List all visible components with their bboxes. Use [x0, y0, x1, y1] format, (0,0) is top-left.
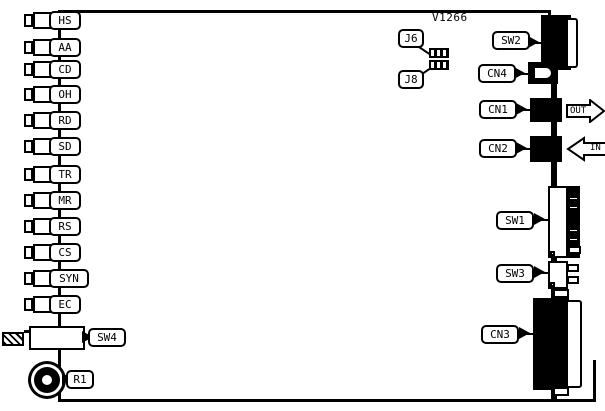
- sw2-shield-outline: [566, 18, 578, 68]
- cn2-pointer: [516, 142, 527, 154]
- j8-pin-1: [431, 62, 434, 68]
- led-tab-sd: [24, 140, 33, 153]
- j6-pin-2: [437, 50, 440, 56]
- sw2-label: SW2: [492, 31, 530, 50]
- sw3-pointer: [534, 266, 545, 278]
- j8-jumper-block[interactable]: [429, 60, 449, 70]
- sw4-label: SW4: [88, 328, 126, 347]
- led-tab-syn: [24, 272, 33, 285]
- cn4-label: CN4: [478, 64, 516, 83]
- led-label-rd: RD: [49, 111, 81, 130]
- led-label-syn: SYN: [49, 269, 89, 288]
- led-label-tr: TR: [49, 165, 81, 184]
- board-edge-bottom: [58, 399, 596, 402]
- j6-jumper-block[interactable]: [429, 48, 449, 58]
- sw1-pointer: [534, 213, 545, 225]
- r1-label: R1: [66, 370, 94, 389]
- sw1-switch-4[interactable]: [568, 237, 579, 242]
- led-tab-rs: [24, 220, 33, 233]
- j8-pin-3: [443, 62, 446, 68]
- out-arrow-icon: [566, 99, 605, 123]
- sw3-pin1-marker: [550, 282, 555, 287]
- cn1-label: CN1: [479, 100, 517, 119]
- led-label-cd: CD: [49, 60, 81, 79]
- led-label-hs: HS: [49, 11, 81, 30]
- j8-label: J8: [398, 70, 424, 89]
- out-arrow-label: OUT: [570, 106, 587, 116]
- led-tab-aa: [24, 41, 33, 54]
- cn4-pointer: [514, 67, 525, 79]
- sw1-body[interactable]: [548, 186, 568, 258]
- sw1-pin1-marker: [550, 251, 555, 256]
- j6-label: J6: [398, 29, 424, 48]
- sw3-switch-1[interactable]: [567, 264, 579, 272]
- r1-adjust-dot[interactable]: [42, 375, 52, 385]
- led-tab-hs: [24, 14, 33, 27]
- board-edge-top: [58, 10, 550, 13]
- cn1-body[interactable]: [530, 98, 562, 122]
- led-label-mr: MR: [49, 191, 81, 210]
- sw1-switch-3[interactable]: [568, 228, 579, 233]
- board-mounting-tab: [2, 332, 24, 346]
- in-arrow-icon: [566, 136, 605, 162]
- led-tab-cd: [24, 63, 33, 76]
- led-label-sd: SD: [49, 137, 81, 156]
- cn2-body[interactable]: [530, 136, 562, 162]
- cn3-label: CN3: [481, 325, 519, 344]
- led-tab-cs: [24, 246, 33, 259]
- led-tab-tr: [24, 168, 33, 181]
- cn3-pointer: [519, 327, 530, 339]
- diagram-title: V1266: [432, 11, 468, 24]
- in-arrow-label: IN: [590, 143, 601, 153]
- led-tab-rd: [24, 114, 33, 127]
- cn4-socket: [533, 66, 553, 80]
- sw1-switch-2[interactable]: [568, 205, 579, 210]
- sw3-switch-2[interactable]: [567, 276, 579, 284]
- cn3-shield-outline: [566, 300, 582, 388]
- led-tab-ec: [24, 298, 33, 311]
- cn1-pointer: [516, 103, 527, 115]
- j6-pin-1: [431, 50, 434, 56]
- sw1-switch-1[interactable]: [568, 196, 579, 201]
- led-label-cs: CS: [49, 243, 81, 262]
- led-label-rs: RS: [49, 217, 81, 236]
- sw3-label: SW3: [496, 264, 534, 283]
- cn3-standoff-bottom: [553, 387, 569, 396]
- led-label-ec: EC: [49, 295, 81, 314]
- led-tab-mr: [24, 194, 33, 207]
- led-label-oh: OH: [49, 85, 81, 104]
- led-tab-oh: [24, 88, 33, 101]
- sw4-pointer: [82, 331, 93, 343]
- sw4-body[interactable]: [29, 326, 85, 350]
- j6-pin-3: [443, 50, 446, 56]
- sw1-label: SW1: [496, 211, 534, 230]
- cn2-label: CN2: [479, 139, 517, 158]
- board-edge-right-lower: [593, 360, 596, 402]
- cn3-body[interactable]: [533, 298, 569, 390]
- j8-pin-2: [437, 62, 440, 68]
- led-label-aa: AA: [49, 38, 81, 57]
- sw2-pointer: [528, 36, 539, 48]
- cn3-standoff-top: [553, 289, 569, 298]
- sw1-switch-5[interactable]: [568, 246, 581, 254]
